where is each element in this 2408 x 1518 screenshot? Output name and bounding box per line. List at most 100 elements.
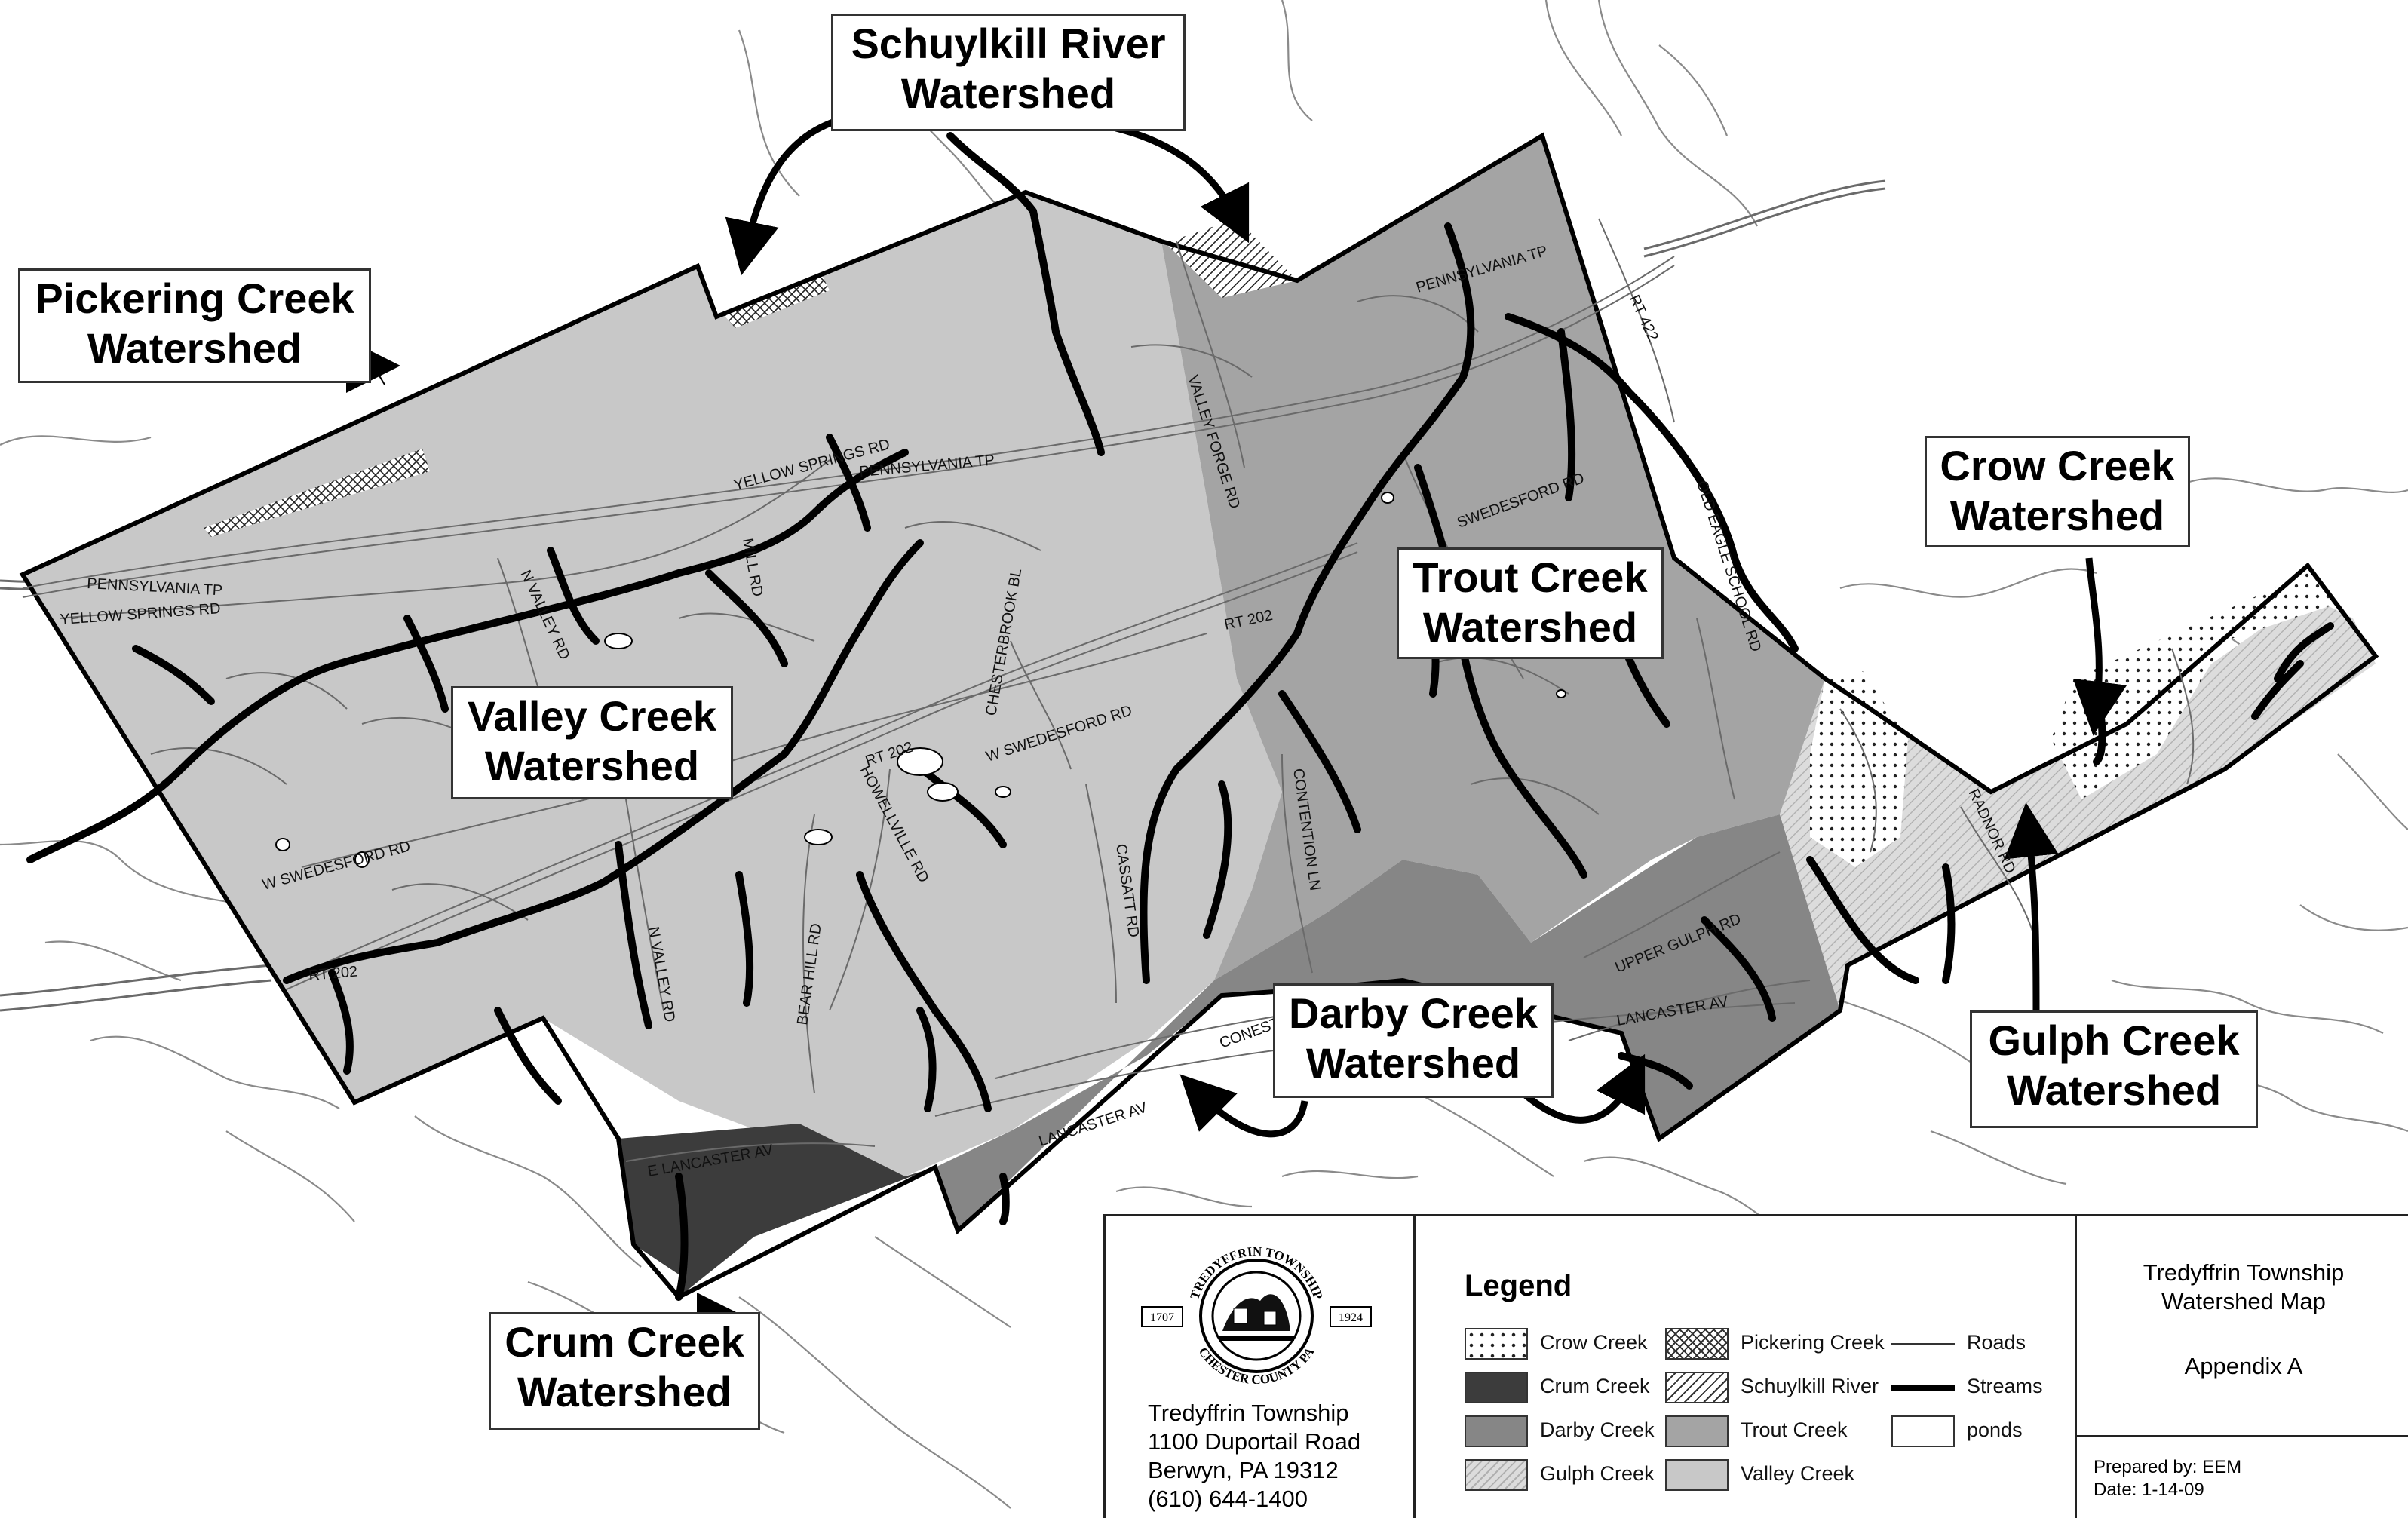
legend-swatch-darby-creek	[1465, 1415, 1528, 1447]
stream-gulph-1	[1806, 856, 1919, 984]
stream-valley-south	[283, 539, 924, 984]
legend-label-crow-creek: Crow Creek	[1540, 1331, 1648, 1354]
stream-trout-1	[1557, 328, 1576, 501]
legend-label-schuylkill-river: Schuylkill River	[1741, 1375, 1879, 1397]
legend-label-crum-creek: Crum Creek	[1540, 1375, 1650, 1397]
callout-valley-creek: Valley Creek Watershed	[451, 686, 733, 799]
legend-label-gulph-creek: Gulph Creek	[1540, 1462, 1655, 1485]
stream-valley-trib-9	[856, 871, 992, 1112]
callout-pickering-line2: Watershed	[87, 324, 302, 372]
legend-swatch-ponds	[1891, 1415, 1955, 1447]
arrow-gulph	[2004, 802, 2059, 1019]
prepared-date: Date: 1-14-09	[2094, 1480, 2204, 1500]
callout-schuylkill-line1: Schuylkill River	[851, 20, 1166, 67]
callout-crow-creek: Crow Creek Watershed	[1925, 436, 2190, 547]
callout-crum-line1: Crum Creek	[505, 1318, 744, 1366]
pickering-creek-area-2	[724, 275, 830, 328]
stream-trout-5	[1203, 780, 1232, 939]
stream-trout-2	[1414, 464, 1587, 879]
callout-crow-line1: Crow Creek	[1940, 442, 2175, 489]
legend-label-roads: Roads	[1967, 1331, 2026, 1354]
callout-crow-line2: Watershed	[1949, 492, 2165, 539]
address-street: 1100 Duportail Road	[1148, 1428, 1361, 1455]
stream-valley-trib-2	[403, 615, 449, 713]
map-title-block: Tredyffrin Township Watershed Map Append…	[2079, 1259, 2408, 1381]
callout-gulph-creek: Gulph Creek Watershed	[1970, 1010, 2258, 1128]
stream-trout-main	[1140, 222, 1475, 984]
seal-year-right: 1924	[1339, 1311, 1363, 1324]
stream-gulph-3	[2274, 622, 2334, 682]
map-info-panel: TREDYFFRIN TOWNSHIP CHESTER COUNTY PA 17…	[1103, 1214, 2408, 1518]
callout-trout-line2: Watershed	[1422, 603, 1638, 651]
stream-valley-main	[26, 449, 909, 863]
valley-creek-area	[23, 192, 1282, 1176]
callout-gulph-line1: Gulph Creek	[1988, 1017, 2240, 1064]
callout-darby-line2: Watershed	[1305, 1039, 1521, 1087]
road-label-rt-422: RT 422	[1625, 293, 1661, 344]
legend-swatch-trout-creek	[1665, 1415, 1729, 1447]
arrow-darby-left	[1179, 1074, 1308, 1138]
crum-creek-area	[618, 1124, 935, 1297]
gulph-creek-area	[1780, 596, 2376, 1010]
legend-swatch-crow-creek	[1465, 1328, 1528, 1360]
stream-valley-trib-10	[916, 1007, 937, 1112]
callout-crum-creek: Crum Creek Watershed	[489, 1312, 760, 1430]
callout-pickering-line1: Pickering Creek	[35, 274, 354, 322]
stream-valley-trib-7	[615, 841, 652, 1029]
legend-label-pickering-creek: Pickering Creek	[1741, 1331, 1885, 1354]
stream-trout-3	[1278, 690, 1361, 833]
prepared-block: Prepared by: EEM Date: 1-14-09	[2094, 1456, 2241, 1501]
callout-gulph-line2: Watershed	[2006, 1066, 2222, 1114]
stream-valley-north	[946, 132, 1105, 456]
township-roads	[22, 218, 2195, 1162]
arrow-darby-right	[1521, 1053, 1646, 1124]
legend-label-darby-creek: Darby Creek	[1540, 1418, 1655, 1441]
callout-arrows	[725, 117, 2127, 1138]
address-phone: (610) 644-1400	[1148, 1486, 1308, 1512]
stream-valley-trib-1	[132, 645, 215, 705]
pickering-creek-area	[204, 449, 430, 537]
arrow-schuylkill-left	[725, 117, 839, 276]
legend-swatch-gulph-creek	[1465, 1459, 1528, 1491]
legend-swatch-roads	[1891, 1343, 1955, 1345]
legend-swatch-valley-creek	[1665, 1459, 1729, 1491]
callout-crum-line2: Watershed	[517, 1368, 732, 1415]
stream-valley-trib-4	[705, 569, 788, 667]
stream-valley-trib-11	[494, 1007, 562, 1105]
legend-label-trout-creek: Trout Creek	[1741, 1418, 1848, 1441]
pickering-pointer	[373, 365, 385, 385]
stream-valley-trib-12	[328, 969, 354, 1075]
arrow-crow	[2072, 557, 2127, 736]
stream-valley-trib-3	[547, 547, 600, 645]
callout-schuylkill-line2: Watershed	[900, 69, 1116, 117]
legend-title: Legend	[1465, 1269, 1572, 1302]
panel-divider-right	[2075, 1216, 2077, 1518]
map-title-line2: Watershed Map	[2161, 1288, 2326, 1314]
crow-creek-area-2	[2051, 573, 2338, 799]
township-address: Tredyffrin Township 1100 Duportail Road …	[1148, 1399, 1360, 1513]
ponds	[275, 492, 1566, 868]
legend-swatch-schuylkill-river	[1665, 1372, 1729, 1403]
schuylkill-river-area	[1165, 219, 1297, 298]
stream-darby-1	[1701, 916, 1776, 1022]
legend-label-valley-creek: Valley Creek	[1741, 1462, 1855, 1485]
stream-valley-trib-8	[735, 871, 754, 1007]
arrow-schuylkill-right	[1115, 124, 1250, 244]
legend-swatch-pickering-creek	[1665, 1328, 1729, 1360]
address-name: Tredyffrin Township	[1148, 1400, 1349, 1426]
stream-crum-2	[999, 1173, 1010, 1225]
stream-gulph-2	[1942, 863, 1956, 984]
map-appendix: Appendix A	[2184, 1353, 2303, 1379]
callout-valley-line1: Valley Creek	[467, 692, 717, 740]
stream-crum-1	[675, 1173, 689, 1301]
address-city: Berwyn, PA 19312	[1148, 1457, 1339, 1483]
callout-darby-line1: Darby Creek	[1289, 989, 1538, 1037]
legend-label-ponds: ponds	[1967, 1418, 2023, 1441]
legend-swatch-streams	[1891, 1385, 1955, 1391]
legend-swatch-crum-creek	[1465, 1372, 1528, 1403]
prepared-by: Prepared by: EEM	[2094, 1457, 2242, 1477]
callout-pickering-creek: Pickering Creek Watershed	[18, 268, 371, 383]
seal-year-left: 1707	[1150, 1311, 1174, 1324]
callout-trout-creek: Trout Creek Watershed	[1397, 547, 1664, 659]
callout-valley-line2: Watershed	[484, 742, 700, 790]
